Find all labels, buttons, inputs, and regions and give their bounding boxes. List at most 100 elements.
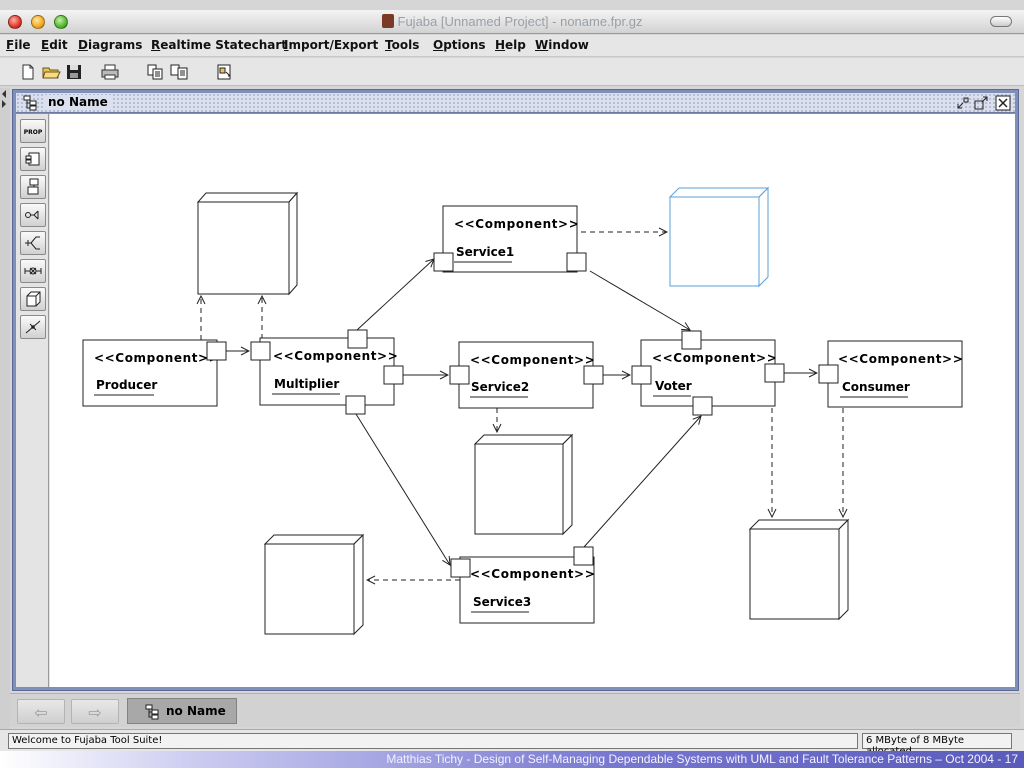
menu-import-export[interactable]: Import/Export: [284, 38, 379, 52]
service3-out-port[interactable]: [573, 546, 594, 566]
multiplier-bottom-port[interactable]: [345, 395, 366, 415]
component-consumer[interactable]: <<Component>> Consumer: [818, 340, 963, 408]
minimize-window-button[interactable]: [31, 15, 45, 29]
service2-out-port[interactable]: [583, 365, 604, 385]
connector-icon[interactable]: [20, 231, 46, 255]
voter-stereotype: <<Component>>: [652, 351, 777, 365]
node-service3[interactable]: [263, 533, 365, 636]
producer-port[interactable]: [206, 341, 227, 361]
left-splitter[interactable]: [0, 88, 10, 730]
service1-name: Service1: [456, 245, 514, 259]
producer-stereotype: <<Component>>: [94, 351, 219, 365]
service1-in-port[interactable]: [433, 252, 454, 272]
service2-name: Service2: [471, 380, 529, 394]
service3-stereotype: <<Component>>: [470, 567, 595, 581]
consumer-in-port[interactable]: [818, 364, 839, 384]
diagram-frame-body: PROP: [16, 114, 1015, 687]
menu-realtime-statechart[interactable]: Realtime Statechart: [151, 38, 288, 52]
assembly-icon[interactable]: [20, 259, 46, 283]
print-icon[interactable]: [100, 62, 120, 82]
multiplier-right-port[interactable]: [383, 365, 404, 385]
service3-in-port[interactable]: [450, 558, 471, 578]
node-service1[interactable]: [668, 186, 770, 288]
memory-status: 6 MByte of 8 MByte allocated: [862, 733, 1012, 757]
menu-file[interactable]: File: [6, 38, 31, 52]
tab-no-name[interactable]: no Name: [127, 698, 237, 724]
component-service1[interactable]: <<Component>> Service1: [433, 205, 587, 273]
window-title: Fujaba [Unnamed Project] - noname.fpr.gz: [0, 14, 1024, 29]
consumer-name: Consumer: [842, 380, 910, 394]
service2-stereotype: <<Component>>: [470, 353, 595, 367]
forward-button[interactable]: ⇨: [71, 699, 119, 724]
multiplier-top-port[interactable]: [347, 329, 368, 349]
service1-stereotype: <<Component>>: [454, 217, 579, 231]
voter-name: Voter: [655, 379, 692, 393]
diagram-canvas[interactable]: <<Component>> Producer <<Component>> Mul…: [50, 114, 1015, 687]
component-connectors: [226, 259, 817, 565]
node-icon[interactable]: [20, 287, 46, 311]
export-icon[interactable]: [214, 62, 234, 82]
component-voter[interactable]: <<Component>> Voter: [631, 330, 785, 416]
node-multiplier[interactable]: [196, 191, 299, 296]
status-message: Welcome to Fujaba Tool Suite!: [8, 733, 858, 749]
slide-footer: Matthias Tichy - Design of Self-Managing…: [0, 751, 1024, 768]
link-icon[interactable]: [20, 315, 46, 339]
diagram-frame: no Name PROP: [12, 89, 1019, 691]
class-icon[interactable]: [20, 147, 46, 171]
service1-out-port[interactable]: [566, 252, 587, 272]
maximize-frame-icon[interactable]: [973, 95, 989, 111]
frame-tab-row: ⇦ ⇨ no Name: [10, 693, 1020, 727]
voter-top-port[interactable]: [681, 330, 702, 350]
node-voter-consumer[interactable]: [748, 518, 850, 621]
menu-diagrams[interactable]: Diagrams: [78, 38, 143, 52]
tool-palette: PROP: [16, 114, 49, 687]
save-disk-icon[interactable]: [64, 62, 84, 82]
property-icon-label: PROP: [24, 129, 43, 136]
menu-options[interactable]: Options: [433, 38, 486, 52]
service3-name: Service3: [473, 595, 531, 609]
forward-arrow-icon: ⇨: [88, 703, 102, 722]
close-window-button[interactable]: [8, 15, 22, 29]
node-service2[interactable]: [473, 433, 574, 536]
paste-diagram-icon[interactable]: [169, 62, 189, 82]
tab-label: no Name: [166, 704, 226, 718]
back-arrow-icon: ⇦: [34, 703, 48, 722]
menu-bar: File Edit Diagrams Realtime Statechart I…: [0, 35, 1024, 57]
new-file-icon[interactable]: [18, 62, 38, 82]
component-service3[interactable]: <<Component>> Service3: [450, 546, 595, 624]
menu-window[interactable]: Window: [535, 38, 589, 52]
component-service2[interactable]: <<Component>> Service2: [449, 341, 604, 409]
component-diagram: <<Component>> Producer <<Component>> Mul…: [82, 186, 963, 636]
toolbar-toggle-button[interactable]: [990, 16, 1012, 27]
component-icon[interactable]: [20, 175, 46, 199]
status-bar: Welcome to Fujaba Tool Suite! 6 MByte of…: [0, 729, 1024, 757]
copy-diagram-icon[interactable]: [145, 62, 165, 82]
tree-icon: [23, 95, 37, 111]
service2-in-port[interactable]: [449, 365, 470, 385]
multiplier-in-port[interactable]: [250, 341, 271, 361]
toolbar: [0, 58, 1024, 86]
open-folder-icon[interactable]: [41, 62, 61, 82]
menu-edit[interactable]: Edit: [41, 38, 68, 52]
fujaba-app-icon: [381, 14, 394, 28]
voter-out-port[interactable]: [764, 363, 785, 383]
consumer-stereotype: <<Component>>: [838, 352, 963, 366]
component-producer[interactable]: <<Component>> Producer: [82, 339, 227, 407]
close-frame-icon[interactable]: [995, 95, 1011, 111]
component-multiplier[interactable]: <<Component>> Multiplier: [250, 329, 404, 415]
multiplier-name: Multiplier: [274, 377, 339, 391]
diagram-frame-title-bar[interactable]: no Name: [16, 93, 1015, 113]
menu-tools[interactable]: Tools: [385, 38, 420, 52]
voter-bottom-port[interactable]: [692, 396, 713, 416]
back-button[interactable]: ⇦: [17, 699, 65, 724]
minimize-frame-icon[interactable]: [955, 95, 971, 111]
property-icon[interactable]: PROP: [20, 119, 46, 143]
slide-footer-text: Matthias Tichy - Design of Self-Managing…: [386, 752, 1018, 766]
zoom-window-button[interactable]: [54, 15, 68, 29]
voter-in-port[interactable]: [631, 365, 652, 385]
menu-help[interactable]: Help: [495, 38, 526, 52]
multiplier-stereotype: <<Component>>: [273, 349, 398, 363]
port-icon[interactable]: [20, 203, 46, 227]
producer-name: Producer: [96, 378, 157, 392]
window-title-text: Fujaba [Unnamed Project] - noname.fpr.gz: [397, 14, 643, 29]
